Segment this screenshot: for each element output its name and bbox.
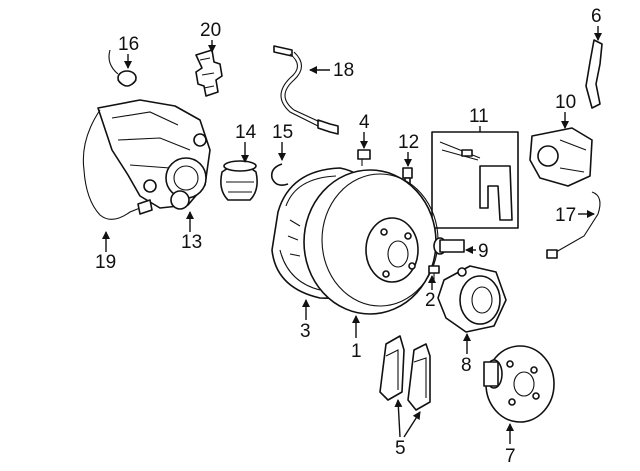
spring-bracket-part-20[interactable] (195, 49, 223, 97)
callout-4: 4 (359, 112, 370, 133)
bolt-part-4[interactable] (357, 149, 371, 166)
wheel-carrier-part-13[interactable] (97, 99, 211, 210)
callout-17: 17 (555, 205, 576, 226)
caliper-bracket-kit-part-11[interactable] (431, 131, 519, 229)
caliper-spring-part-6[interactable] (585, 39, 603, 109)
hub-bearing-part-8[interactable] (437, 265, 507, 333)
abs-sensor-wire-part-19[interactable] (82, 109, 153, 220)
pad-wear-sensor-part-17[interactable] (546, 191, 601, 259)
callout-1: 1 (351, 341, 362, 362)
callout-3: 3 (300, 321, 311, 342)
snap-ring-part-15[interactable] (270, 163, 289, 186)
brake-hose-part-18[interactable] (273, 45, 339, 135)
callout-13: 13 (181, 232, 202, 253)
rubber-mount-part-14[interactable] (220, 160, 258, 201)
leader-5a (394, 399, 403, 438)
callout-2: 2 (425, 290, 436, 311)
callout-12: 12 (398, 132, 419, 153)
brake-pads-part-5[interactable] (379, 335, 431, 411)
callout-11: 11 (469, 106, 489, 127)
brake-rotor-part-1[interactable] (303, 169, 439, 315)
callout-20: 20 (200, 20, 221, 41)
callout-15: 15 (272, 122, 293, 143)
callout-19: 19 (95, 252, 116, 273)
sensor-connector-part-16[interactable] (108, 49, 137, 87)
callout-10: 10 (555, 92, 576, 113)
brake-caliper-part-10[interactable] (529, 127, 593, 187)
wheel-bolt-part-9[interactable] (433, 237, 465, 255)
callout-14: 14 (235, 122, 257, 143)
callout-9: 9 (478, 241, 489, 262)
callout-6: 6 (591, 6, 602, 27)
callout-5: 5 (395, 438, 406, 459)
callout-8: 8 (461, 355, 472, 376)
screw-part-2[interactable] (428, 265, 440, 280)
callout-7: 7 (505, 446, 516, 467)
leader-5b (403, 411, 421, 438)
callout-18: 18 (333, 60, 354, 81)
drive-flange-part-7[interactable] (483, 345, 555, 423)
callouts: 20 16 18 6 10 11 4 12 14 15 17 13 (95, 6, 602, 467)
callout-16: 16 (118, 34, 139, 55)
